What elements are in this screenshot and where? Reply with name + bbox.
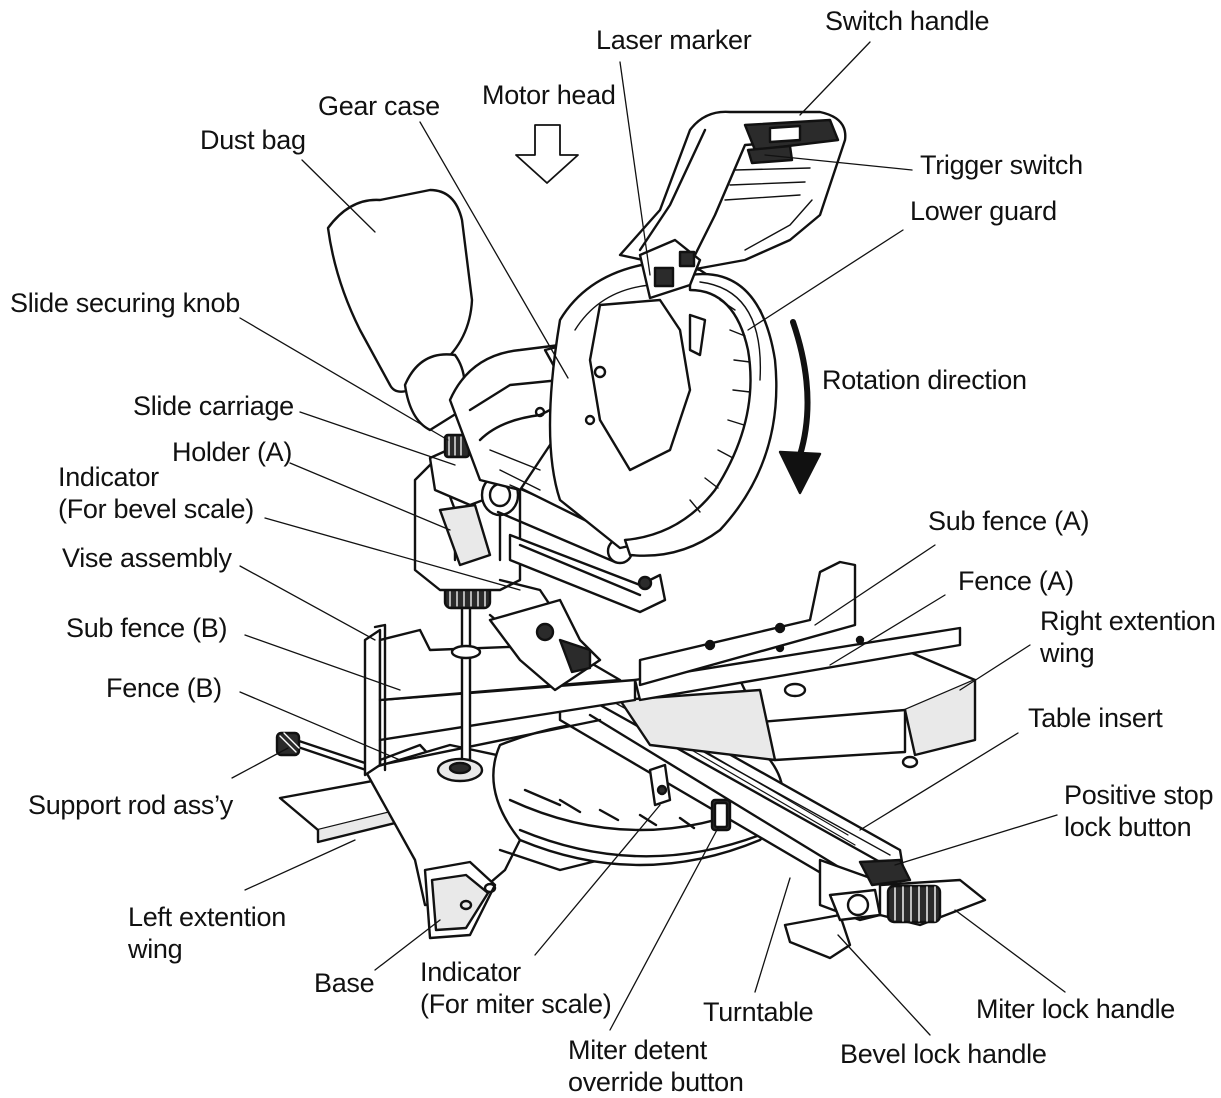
label-switch-handle: Switch handle: [825, 6, 990, 36]
table-insert: [618, 688, 777, 762]
leader-slide-carriage: [299, 411, 456, 466]
label-miter-detent-line2: override button: [568, 1067, 744, 1097]
holder-a: [438, 503, 492, 567]
miter-indicator: [648, 763, 672, 807]
leader-positive-stop: [894, 814, 1058, 866]
leader-slide-securing-knob: [239, 317, 449, 441]
label-turntable: Turntable: [703, 997, 814, 1027]
label-dust-bag: Dust bag: [200, 125, 306, 155]
leader-laser-marker: [619, 61, 651, 276]
label-laser-marker: Laser marker: [596, 25, 752, 55]
leader-lower-guard: [747, 229, 904, 331]
label-bevel-lock-handle: Bevel lock handle: [840, 1039, 1047, 1069]
leader-lines: [231, 41, 1066, 1036]
label-positive-stop-lock-button: Positive stop lock button: [1064, 779, 1213, 843]
leader-trigger-switch: [764, 154, 913, 171]
label-table-insert: Table insert: [1028, 703, 1163, 733]
label-slide-carriage: Slide carriage: [133, 391, 294, 421]
leader-support-rod: [231, 747, 289, 779]
leader-sub-fence-b: [244, 634, 401, 691]
support-rod: [275, 731, 376, 774]
label-indicator-bevel-line2: (For bevel scale): [58, 494, 254, 524]
sub-fence-a: [638, 560, 857, 687]
label-right-wing-line1: Right extention: [1040, 606, 1216, 636]
switch-handle: [743, 118, 840, 152]
label-gear-case: Gear case: [318, 91, 440, 121]
label-right-extension-wing: Right extention wing: [1040, 605, 1216, 669]
label-fence-b: Fence (B): [106, 673, 222, 703]
label-miter-detent-line1: Miter detent: [568, 1035, 707, 1065]
leader-miter-lock-handle: [954, 909, 1066, 993]
laser-marker: [638, 238, 702, 300]
label-lower-guard: Lower guard: [910, 196, 1057, 226]
trigger-switch: [746, 144, 794, 165]
dust-bag: [326, 188, 474, 432]
leader-miter-detent: [609, 827, 719, 1031]
label-indicator-miter-line2: (For miter scale): [420, 989, 612, 1019]
label-indicator-bevel-line1: Indicator: [58, 462, 159, 492]
leader-vise-assembly: [239, 565, 376, 641]
leader-gear-case: [419, 121, 569, 379]
leader-dust-bag: [301, 159, 376, 233]
leader-left-wing: [244, 839, 356, 891]
label-miter-lock-handle: Miter lock handle: [976, 994, 1175, 1024]
label-indicator-bevel: Indicator (For bevel scale): [58, 461, 254, 525]
rotation-direction-arrow: [778, 319, 822, 495]
label-rotation-direction: Rotation direction: [822, 365, 1027, 395]
leader-bevel-lock-handle: [837, 934, 931, 1036]
label-slide-securing-knob: Slide securing knob: [10, 288, 240, 318]
miter-detent-override-button: [710, 798, 732, 832]
leader-fence-a: [829, 594, 946, 666]
label-trigger-switch: Trigger switch: [920, 150, 1083, 180]
label-left-extension-wing: Left extention wing: [128, 901, 286, 965]
label-indicator-miter-line1: Indicator: [420, 957, 521, 987]
label-support-rod: Support rod ass’y: [28, 790, 234, 820]
label-vise-assembly: Vise assembly: [62, 543, 232, 573]
label-indicator-miter: Indicator (For miter scale): [420, 956, 612, 1020]
leader-switch-handle: [799, 41, 871, 116]
leader-sub-fence-a: [814, 544, 936, 626]
leader-fence-b: [239, 691, 401, 761]
label-left-wing-line2: wing: [128, 934, 183, 964]
label-right-wing-line2: wing: [1040, 638, 1095, 668]
leader-turntable: [754, 877, 791, 993]
leader-holder-a: [289, 462, 451, 531]
label-motor-head: Motor head: [482, 80, 616, 110]
label-left-wing-line1: Left extention: [128, 902, 286, 932]
leader-indicator-bevel: [264, 517, 521, 591]
leader-base: [374, 919, 441, 971]
lower-guard: [623, 272, 778, 557]
label-miter-detent-override-button: Miter detent override button: [568, 1034, 744, 1098]
leader-table-insert: [859, 732, 1019, 831]
label-positive-stop-line1: Positive stop: [1064, 780, 1214, 810]
leader-right-wing: [959, 644, 1031, 691]
slide-rails: [496, 476, 667, 614]
label-holder-a: Holder (A): [172, 437, 293, 467]
label-sub-fence-a: Sub fence (A): [928, 506, 1090, 536]
label-fence-a: Fence (A): [958, 566, 1074, 596]
miter-lock-handle: [878, 878, 987, 927]
label-sub-fence-b: Sub fence (B): [66, 613, 228, 643]
motor-head-arrow: [515, 124, 579, 184]
label-base: Base: [314, 968, 375, 998]
label-positive-stop-line2: lock button: [1064, 812, 1192, 842]
bevel-lock-handle: [783, 888, 882, 960]
leader-indicator-miter: [534, 804, 661, 956]
